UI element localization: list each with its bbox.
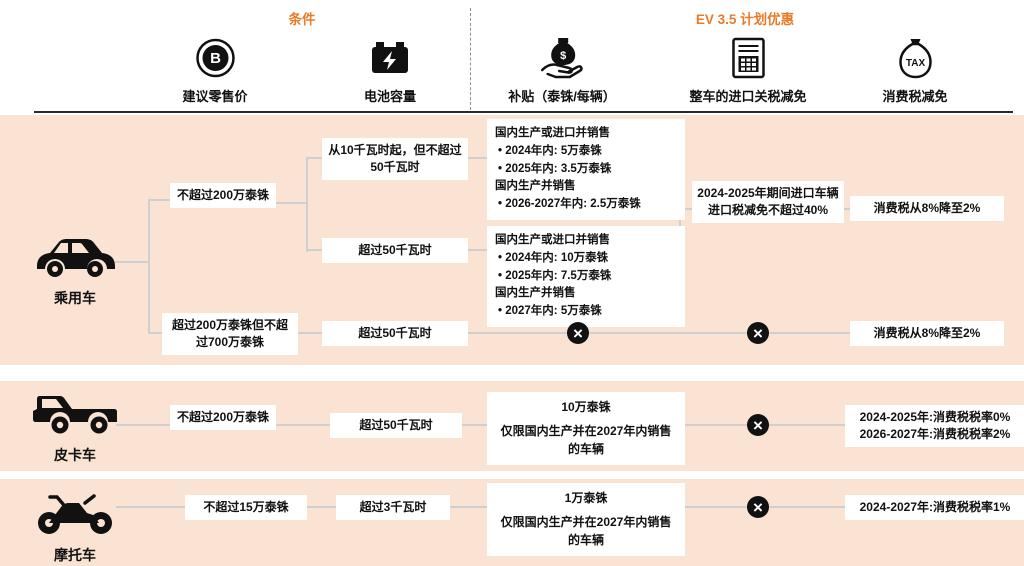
connector-line — [669, 506, 747, 508]
connector-line — [116, 506, 186, 508]
excise-line: 2026-2027年:消费税税率2% — [859, 426, 1011, 441]
subsidy-condition: 国内生产或进口并销售 — [495, 234, 610, 246]
column-header-subsidy: $ 补贴（泰铢/每辆） — [508, 36, 616, 105]
column-header-retail-price: B 建议零售价 — [182, 36, 248, 105]
row-passenger-car: 乘用车 — [31, 230, 119, 308]
subsidy-amount: 10万泰铢 — [561, 400, 611, 414]
vehicle-label-motorcycle: 摩托车 — [54, 547, 96, 563]
vehicle-label-passenger: 乘用车 — [54, 290, 96, 306]
connector-line — [769, 332, 850, 334]
baht-coin-icon: B — [195, 36, 235, 80]
benefits-title: EV 3.5 计划优惠 — [695, 12, 795, 27]
motorcycle-price-box: 不超过15万泰铢 — [185, 495, 307, 520]
tax-bag-icon: TAX — [895, 36, 935, 80]
pickup-truck-icon — [29, 389, 121, 442]
column-label-import-duty: 整车的进口关税减免 — [689, 89, 807, 104]
connector-line — [116, 424, 172, 426]
subsidy-amount: 1万泰铢 — [564, 491, 608, 505]
no-import-duty-mark: × — [747, 414, 769, 436]
connector-line — [769, 506, 847, 508]
column-header-import-duty: 整车的进口关税减免 — [689, 36, 807, 105]
passenger-battery-low-box: 从10千瓦时起，但不超过50千瓦时 — [322, 138, 468, 180]
passenger-excise-tier1-box: 消费税从8%降至2% — [850, 196, 1004, 221]
no-import-duty-mark: × — [747, 322, 769, 344]
motorcycle-battery-box: 超过3千瓦时 — [336, 495, 450, 520]
connector-line — [306, 249, 324, 251]
subsidy-item: • 2027年内: 5万泰铢 — [498, 305, 602, 318]
row-pickup-truck: 皮卡车 — [29, 389, 121, 465]
connector-line — [148, 199, 150, 334]
connector-line — [306, 157, 324, 159]
subsidy-item: • 2026-2027年内: 2.5万泰铢 — [498, 198, 641, 211]
header-rule — [34, 111, 1013, 113]
no-import-duty-mark: × — [747, 496, 769, 518]
subsidy-item: • 2024年内: 5万泰铢 — [498, 144, 602, 157]
subsidy-item: • 2025年内: 7.5万泰铢 — [498, 269, 612, 282]
vehicle-label-pickup: 皮卡车 — [54, 447, 96, 463]
connector-line — [115, 261, 150, 263]
connector-line — [148, 199, 172, 201]
subsidy-item: • 2024年内: 10万泰铢 — [498, 251, 609, 264]
subsidy-note: 仅限国内生产并在2027年内销售的车辆 — [500, 515, 672, 547]
pickup-price-box: 不超过200万泰铢 — [170, 405, 276, 430]
column-header-excise: TAX 消费税减免 — [882, 36, 948, 105]
passenger-subsidy-low-box: 国内生产或进口并销售 • 2024年内: 5万泰铢 • 2025年内: 3.5万… — [487, 119, 685, 221]
coin-letter: B — [210, 50, 221, 67]
connector-line — [452, 424, 489, 426]
pickup-excise-box: 2024-2025年:消费税税率0% 2026-2027年:消费税税率2% — [845, 405, 1024, 447]
connector-line — [440, 506, 487, 508]
passenger-import-duty-box: 2024-2025年期间进口车辆进口税减免不超过40% — [692, 181, 844, 223]
connector-line — [458, 332, 568, 334]
dollar-glyph: $ — [560, 50, 566, 62]
column-label-battery: 电池容量 — [363, 89, 417, 104]
motorcycle-excise-box: 2024-2027年:消费税税率1% — [845, 495, 1024, 520]
row-motorcycle: 摩托车 — [29, 487, 121, 565]
connector-line — [769, 424, 847, 426]
car-icon — [31, 230, 119, 285]
connector-line — [589, 332, 747, 334]
excise-line: 2024-2025年:消费税税率0% — [859, 410, 1011, 424]
connector-line — [148, 332, 164, 334]
column-label-excise: 消费税减免 — [882, 89, 948, 104]
column-label-subsidy: 补贴（泰铢/每辆） — [508, 89, 616, 104]
subsidy-hand-icon: $ — [539, 36, 585, 80]
connector-line — [669, 424, 747, 426]
motorcycle-subsidy-box: 1万泰铢 仅限国内生产并在2027年内销售的车辆 — [487, 483, 685, 557]
passenger-battery-high-box: 超过50千瓦时 — [322, 238, 468, 263]
subsidy-condition: 国内生产并销售 — [495, 180, 576, 193]
connector-line — [306, 157, 308, 252]
passenger-price-tier2-box: 超过200万泰铢但不超过700万泰铢 — [162, 313, 298, 355]
connector-line — [679, 208, 694, 210]
pickup-subsidy-box: 10万泰铢 仅限国内生产并在2027年内销售的车辆 — [487, 392, 685, 466]
no-subsidy-mark: × — [567, 322, 589, 344]
pickup-battery-box: 超过50千瓦时 — [330, 413, 462, 438]
conditions-title: 条件 — [288, 12, 316, 27]
passenger-price-tier1-box: 不超过200万泰铢 — [170, 183, 276, 208]
passenger-battery-tier2-box: 超过50千瓦时 — [322, 321, 468, 346]
subsidy-condition: 国内生产并销售 — [495, 287, 576, 300]
import-duty-icon — [730, 36, 766, 80]
subsidy-condition: 国内生产或进口并销售 — [495, 127, 610, 139]
connector-line — [266, 202, 308, 204]
passenger-excise-tier2-box: 消费税从8%降至2% — [850, 321, 1004, 346]
subsidy-note: 仅限国内生产并在2027年内销售的车辆 — [500, 424, 672, 456]
connector-line — [297, 506, 337, 508]
passenger-subsidy-high-box: 国内生产或进口并销售 • 2024年内: 10万泰铢 • 2025年内: 7.5… — [487, 226, 685, 328]
section-divider — [470, 8, 471, 110]
battery-icon — [369, 36, 411, 80]
column-header-battery: 电池容量 — [364, 36, 416, 105]
subsidy-item: • 2025年内: 3.5万泰铢 — [498, 162, 612, 175]
column-label-retail-price: 建议零售价 — [182, 89, 248, 104]
tax-glyph: TAX — [905, 58, 925, 69]
motorcycle-icon — [29, 487, 121, 542]
connector-line — [458, 249, 489, 251]
connector-line — [458, 157, 489, 159]
connector-line — [266, 424, 332, 426]
connector-line — [288, 332, 324, 334]
